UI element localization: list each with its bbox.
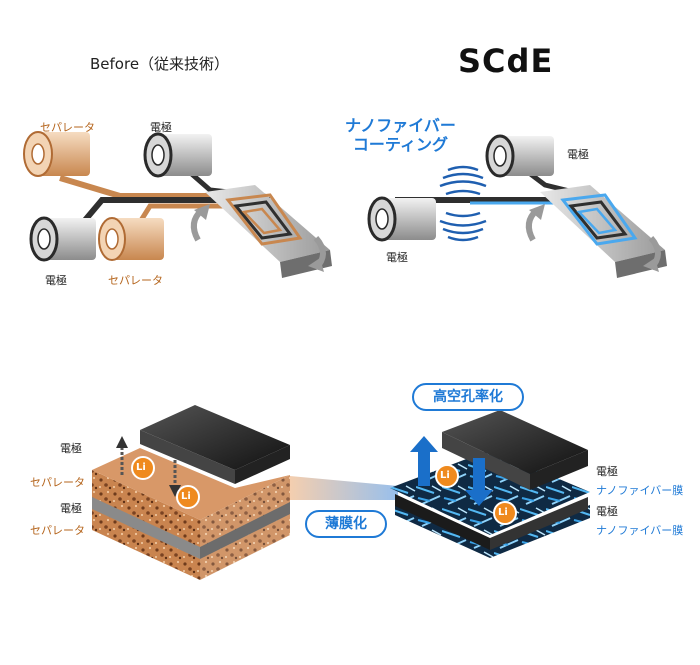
scde-electrode-label-1: 電極 bbox=[596, 465, 618, 478]
nanofiber-label-line1: ナノファイバー bbox=[345, 116, 456, 135]
ion-label: Li bbox=[181, 491, 191, 502]
separator-label-bottom: セパレータ bbox=[108, 274, 163, 287]
scde-title: SCdE bbox=[458, 42, 554, 80]
scde-winding-diagram bbox=[367, 134, 667, 278]
electrode-label-right: 電極 bbox=[567, 148, 589, 161]
stack-separator-label-1: セパレータ bbox=[30, 476, 85, 489]
lithium-ion-icon bbox=[435, 464, 459, 488]
coating-wave-icon bbox=[439, 165, 487, 242]
electrode-label-top: 電極 bbox=[150, 121, 172, 134]
stack-electrode-label-1: 電極 bbox=[60, 442, 82, 455]
lithium-ion-icon bbox=[176, 485, 200, 509]
stack-electrode-label-2: 電極 bbox=[60, 502, 82, 515]
high-porosity-badge: 高空孔率化 bbox=[412, 383, 524, 411]
scde-stack-diagram bbox=[390, 410, 590, 558]
transition-band bbox=[290, 476, 398, 500]
lithium-ion-icon bbox=[493, 501, 517, 525]
electrode-label-left: 電極 bbox=[386, 251, 408, 264]
stack-separator-label-2: セパレータ bbox=[30, 524, 85, 537]
scde-electrode-label-2: 電極 bbox=[596, 505, 618, 518]
before-title: Before（従来技術） bbox=[90, 55, 230, 73]
lithium-ion-icon bbox=[131, 456, 155, 480]
nanofiber-film-label-1: ナノファイバー膜 bbox=[596, 484, 684, 497]
ion-label: Li bbox=[136, 462, 146, 473]
nanofiber-film-label-2: ナノファイバー膜 bbox=[596, 524, 684, 537]
electrode-label-bottom: 電極 bbox=[45, 274, 67, 287]
conventional-winding-diagram bbox=[23, 131, 332, 278]
conventional-stack-diagram bbox=[92, 405, 290, 580]
thin-film-badge: 薄膜化 bbox=[305, 510, 387, 538]
ion-label: Li bbox=[440, 470, 450, 481]
nanofiber-coating-label: ナノファイバー コーティング bbox=[345, 116, 456, 154]
separator-label-top: セパレータ bbox=[40, 121, 95, 134]
nanofiber-label-line2: コーティング bbox=[352, 135, 448, 154]
ion-label: Li bbox=[498, 507, 508, 518]
